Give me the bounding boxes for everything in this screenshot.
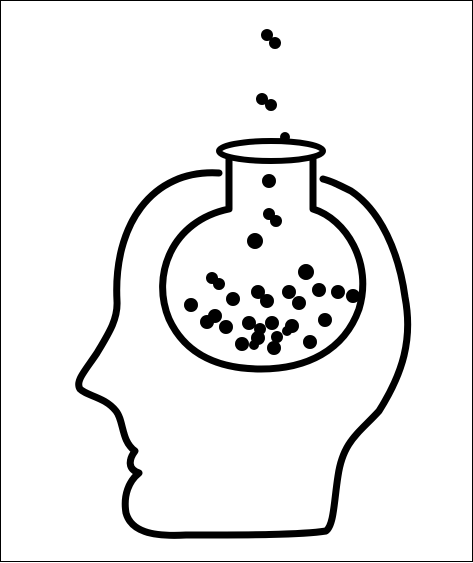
bubble-dot <box>249 340 259 350</box>
bubble-dot <box>271 331 283 343</box>
bubble-dot <box>312 283 326 297</box>
bubble-dot <box>282 326 292 336</box>
bubble-dot <box>226 292 240 306</box>
bubble-dot <box>200 315 214 329</box>
bubble-dot <box>260 294 274 308</box>
bubble-dot <box>346 289 360 303</box>
bubble-dot <box>292 296 306 310</box>
head-outline-icon <box>79 173 408 536</box>
bubble-dot <box>262 174 276 188</box>
bubble-dot <box>280 132 290 142</box>
bubble-dot <box>265 99 277 111</box>
bubble-dot <box>235 337 249 351</box>
bubble-dot <box>298 264 314 280</box>
bubble-dot <box>184 298 198 312</box>
bubble-dot <box>303 335 317 349</box>
bubble-dot <box>267 341 281 355</box>
bubble-dot <box>242 316 256 330</box>
bubble-dot <box>269 37 281 49</box>
bubbles-group <box>184 29 360 355</box>
bubble-dot <box>247 233 263 249</box>
bubble-dot <box>270 215 282 227</box>
bubble-dot <box>213 278 225 290</box>
bubble-dot <box>282 285 296 299</box>
bubble-dot <box>265 316 279 330</box>
bubble-dot <box>219 320 233 334</box>
bubble-dot <box>331 285 345 299</box>
flask-rim-icon <box>219 141 323 161</box>
bubble-dot <box>318 313 332 327</box>
